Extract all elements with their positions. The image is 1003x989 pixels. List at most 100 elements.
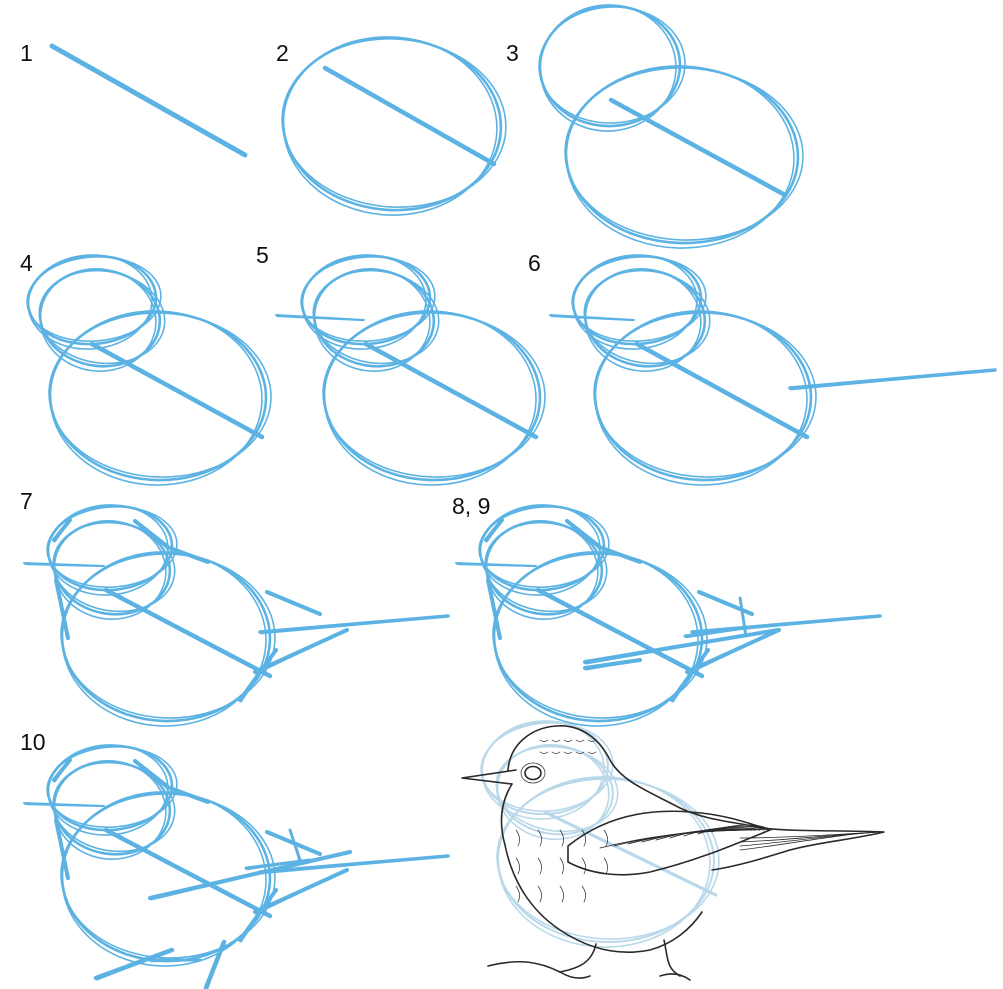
tail-line bbox=[260, 615, 448, 635]
wing-outline bbox=[567, 810, 771, 876]
head-texture-stroke bbox=[587, 751, 597, 754]
step-2-label: 2 bbox=[276, 40, 289, 66]
step-8-9-label: 8, 9 bbox=[452, 493, 491, 519]
undertail-line bbox=[240, 649, 276, 703]
head-texture-stroke bbox=[551, 751, 561, 754]
back-contour-line bbox=[170, 788, 208, 804]
body-oval bbox=[60, 553, 276, 719]
wing-feather-line bbox=[685, 625, 760, 639]
head-circle bbox=[485, 520, 599, 620]
ground-line bbox=[150, 959, 200, 963]
breast-texture-stroke bbox=[537, 857, 542, 875]
wing-feathers bbox=[599, 824, 881, 851]
breast-texture-stroke bbox=[559, 857, 564, 875]
body-oval bbox=[60, 793, 276, 959]
feather-stroke bbox=[711, 824, 773, 833]
body-oval bbox=[281, 36, 503, 212]
undertail-line bbox=[255, 869, 347, 915]
body-oval bbox=[282, 36, 498, 216]
body-oval bbox=[564, 67, 804, 241]
step-7-sketch bbox=[23, 504, 450, 727]
body-axis-line bbox=[105, 830, 271, 918]
foot-outline bbox=[659, 973, 691, 981]
head-circle bbox=[52, 761, 176, 853]
head-texture-stroke bbox=[539, 751, 549, 754]
feather-stroke bbox=[627, 829, 749, 845]
step-3-sketch bbox=[538, 4, 804, 249]
faded-body-oval bbox=[497, 776, 711, 948]
step-10-sketch bbox=[23, 744, 450, 989]
back-contour-line bbox=[602, 548, 640, 564]
tail-line bbox=[260, 855, 448, 875]
breast-texture bbox=[515, 739, 608, 903]
beak-guide-line bbox=[24, 563, 104, 568]
step-5-label: 5 bbox=[256, 242, 269, 268]
body-oval bbox=[61, 551, 267, 727]
faded-body-oval bbox=[496, 778, 720, 940]
head-texture-stroke bbox=[587, 739, 597, 742]
step-4-label: 4 bbox=[20, 250, 33, 276]
head-texture-stroke bbox=[539, 739, 549, 742]
faded-head-circle bbox=[480, 722, 614, 812]
body-axis-line bbox=[365, 344, 537, 439]
head-circle bbox=[38, 269, 166, 365]
body-axis-line bbox=[636, 344, 808, 439]
breast-texture-stroke bbox=[515, 885, 520, 903]
head-circle bbox=[583, 269, 711, 365]
leg-outline bbox=[663, 939, 681, 977]
undertail-line bbox=[255, 629, 347, 675]
wing-tip-line bbox=[267, 592, 320, 616]
head-texture-stroke bbox=[575, 751, 585, 754]
head-circle bbox=[53, 520, 167, 620]
head-texture-stroke bbox=[563, 739, 573, 742]
head-circle bbox=[300, 256, 436, 342]
wing-cross-line bbox=[740, 598, 746, 638]
eye bbox=[524, 765, 542, 781]
ink-outline bbox=[461, 725, 885, 981]
beak-outline bbox=[461, 769, 517, 785]
faded-axis-line bbox=[545, 812, 716, 897]
wing-feather-line bbox=[246, 859, 310, 871]
finished-bird-illustration bbox=[461, 720, 885, 981]
step-6-sketch bbox=[549, 254, 997, 486]
breast-texture-stroke bbox=[603, 857, 608, 875]
beak-guide-line bbox=[550, 315, 634, 322]
body-axis-line bbox=[51, 46, 246, 157]
body-oval bbox=[593, 312, 817, 478]
leg-line bbox=[95, 949, 173, 981]
leg-line bbox=[205, 941, 225, 989]
faded-head-circle bbox=[495, 745, 619, 833]
tail-outline bbox=[711, 827, 885, 871]
undertail-line bbox=[672, 649, 708, 703]
breast-texture-stroke bbox=[603, 829, 608, 847]
undertail-line bbox=[687, 629, 779, 675]
breast-contour-line bbox=[56, 580, 68, 640]
breast-contour-line bbox=[56, 820, 68, 880]
tail-line bbox=[790, 369, 995, 391]
body-axis-line bbox=[105, 590, 271, 678]
faded-guides bbox=[480, 720, 720, 948]
head-circle bbox=[584, 268, 702, 372]
head-circle bbox=[46, 506, 178, 588]
leg-outline bbox=[559, 943, 597, 973]
feather-stroke bbox=[599, 829, 741, 849]
body-oval bbox=[49, 310, 263, 486]
breast-texture-stroke bbox=[581, 885, 586, 903]
body-oval bbox=[61, 791, 267, 967]
breast-contour-line bbox=[488, 580, 500, 640]
beak-guide-line bbox=[455, 562, 537, 567]
wing-cross-line bbox=[290, 830, 300, 862]
back-contour-line bbox=[567, 521, 600, 549]
feather-stroke bbox=[613, 829, 745, 847]
beak-guide-line bbox=[23, 802, 105, 807]
breast-texture-stroke bbox=[559, 829, 564, 847]
beak-guide-line bbox=[549, 314, 635, 321]
breast-texture-stroke bbox=[537, 885, 542, 903]
body-oval bbox=[322, 312, 546, 478]
faded-head-circle bbox=[496, 744, 610, 840]
head-contour-line bbox=[54, 519, 70, 543]
body-axis-line bbox=[324, 68, 495, 166]
body-oval bbox=[565, 65, 795, 249]
head-contour-line bbox=[54, 759, 70, 783]
breast-texture-stroke bbox=[581, 829, 586, 847]
